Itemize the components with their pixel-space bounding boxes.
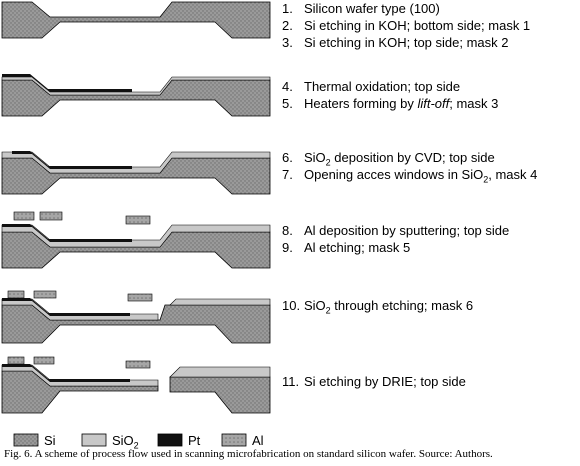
al-pad <box>125 215 151 225</box>
pt-heater <box>2 298 130 316</box>
pt-heater <box>2 364 130 382</box>
pt-heater <box>12 151 132 169</box>
stage-3-cvd-windows <box>1 151 271 195</box>
stage-4-al-pads <box>1 211 271 269</box>
legend-swatch-al <box>221 433 247 447</box>
al-pad <box>127 293 153 302</box>
legend-label-pt: Pt <box>188 433 201 448</box>
si-substrate <box>1 1 271 39</box>
al-pad <box>7 290 25 299</box>
legend-label-si: Si <box>44 433 56 448</box>
al-pad <box>125 360 151 369</box>
si-substrate <box>1 370 159 414</box>
stage-6-drie <box>1 356 271 414</box>
step-11: 11.Si etching by DRIE; top side <box>282 374 466 389</box>
step-10: 10.SiO2 through etching; mask 6 <box>282 298 474 316</box>
legend-swatch-pt <box>157 433 183 447</box>
step-2: 2.Si etching in KOH; bottom side; mask 1 <box>282 18 531 33</box>
si-substrate <box>169 376 271 414</box>
step-7: 7.Opening acces windows in SiO2, mask 4 <box>282 167 538 185</box>
legend-swatches <box>13 433 247 447</box>
stage-2-oxidation-heaters <box>1 74 271 117</box>
step-4: 4.Thermal oxidation; top side <box>282 79 461 94</box>
legend-label-al: Al <box>252 433 264 448</box>
sio2-layer <box>169 366 271 378</box>
al-pad <box>7 356 25 365</box>
step-6: 6.SiO2 deposition by CVD; top side <box>282 150 495 168</box>
stage-1-wafer <box>1 1 271 39</box>
legend-label-sio2: SiO2 <box>112 433 139 451</box>
legend-swatch-sio2 <box>81 433 107 447</box>
step-1: 1.Silicon wafer type (100) <box>282 1 440 16</box>
legend-swatch-si <box>13 433 39 447</box>
step-3: 3.Si etching in KOH; top side; mask 2 <box>282 35 509 50</box>
step-5: 5.Heaters forming by lift-off; mask 3 <box>282 96 499 111</box>
step-9: 9.Al etching; mask 5 <box>282 240 411 255</box>
stage-5-sio2-etch <box>1 290 271 344</box>
sio2-layer <box>169 298 271 306</box>
figure-caption: Fig. 6. A scheme of process flow used in… <box>4 448 493 460</box>
al-pad <box>33 290 57 299</box>
al-pad <box>39 211 63 221</box>
step-8: 8.Al deposition by sputtering; top side <box>282 223 510 238</box>
pt-heater <box>2 224 132 242</box>
pt-heater <box>2 74 132 92</box>
al-pad <box>13 211 35 221</box>
al-pad <box>33 356 55 365</box>
